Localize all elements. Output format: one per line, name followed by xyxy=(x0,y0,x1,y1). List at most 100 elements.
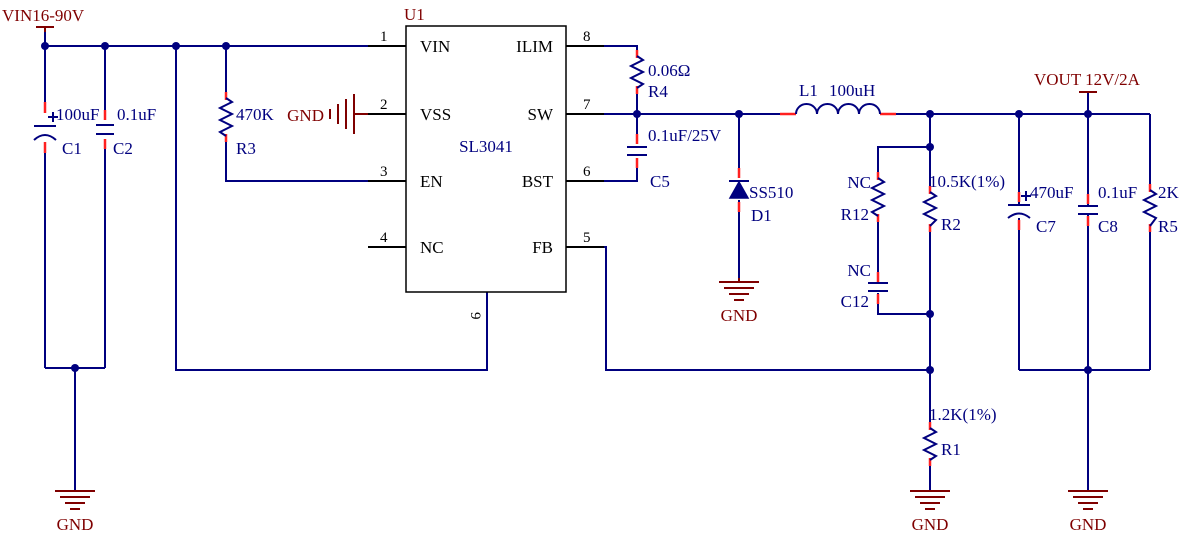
capacitor-c8: 0.1uF C8 xyxy=(1078,183,1137,236)
r5-ref: R5 xyxy=(1158,217,1178,236)
capacitor-c7: 470uF C7 xyxy=(1007,183,1073,236)
capacitor-c1: 100uF C1 xyxy=(33,105,99,158)
c12-value: NC xyxy=(847,261,871,280)
pin-number-en: 3 xyxy=(380,164,388,180)
pin-number-vss: 2 xyxy=(380,97,388,113)
ground-feedback: GND xyxy=(910,490,950,534)
junction-dot xyxy=(71,364,79,372)
resistor-zigzag-icon xyxy=(869,177,887,217)
ground-vss: GND xyxy=(287,94,368,134)
junction-dot xyxy=(926,143,934,151)
resistor-zigzag-icon xyxy=(1141,189,1159,227)
resistor-zigzag-icon xyxy=(217,97,235,137)
polarity-plus-icon xyxy=(48,112,58,122)
chip-ref: U1 xyxy=(404,5,425,24)
r2-ref: R2 xyxy=(941,215,961,234)
ground-label: GND xyxy=(1070,515,1107,534)
resistor-r3: 470K R3 xyxy=(217,97,275,158)
resistor-zigzag-icon xyxy=(628,55,646,89)
r4-ref: R4 xyxy=(648,82,668,101)
pin-name-en: EN xyxy=(420,172,443,191)
c5-value: 0.1uF/25V xyxy=(648,126,722,145)
vout-label: VOUT 12V/2A xyxy=(1034,70,1141,89)
wire-r12-loop-top xyxy=(877,146,930,178)
chip-body xyxy=(405,25,567,293)
r12-value: NC xyxy=(847,173,871,192)
pin-number-vin: 1 xyxy=(380,29,388,45)
resistor-zigzag-icon xyxy=(921,191,939,227)
resistor-r4: 0.06Ω R4 xyxy=(628,55,690,101)
junction-dot xyxy=(926,310,934,318)
r2-value: 10.5K(1%) xyxy=(929,172,1005,191)
c5-ref: C5 xyxy=(650,172,670,191)
r3-ref: R3 xyxy=(236,139,256,158)
junction-dot xyxy=(222,42,230,50)
ground-d1: GND xyxy=(719,278,759,325)
wire-vin-rail xyxy=(44,32,368,47)
chip-part-name: SL3041 xyxy=(459,137,513,156)
pin-number-gnd: 9 xyxy=(467,312,483,320)
junction-dot xyxy=(1084,366,1092,374)
wire-chip-gnd-loop xyxy=(175,46,488,371)
d1-ref: D1 xyxy=(751,206,772,225)
c8-value: 0.1uF xyxy=(1098,183,1137,202)
r5-value: 2K xyxy=(1158,183,1180,202)
diode-d1: SS510 D1 xyxy=(728,180,793,225)
ground-input: GND xyxy=(55,490,95,534)
ground-label: GND xyxy=(721,306,758,325)
inductor-coil-icon xyxy=(795,103,881,115)
pin-number-bst: 6 xyxy=(583,164,591,180)
pin-name-sw: SW xyxy=(528,105,554,124)
wire-c12-loop-bottom xyxy=(877,293,930,315)
power-port-vin: VIN16-90V xyxy=(2,6,85,32)
pin-number-ilim: 8 xyxy=(583,29,591,45)
ground-label: GND xyxy=(57,515,94,534)
ground-output: GND xyxy=(1068,490,1108,534)
c7-ref: C7 xyxy=(1036,217,1056,236)
junction-dot xyxy=(926,110,934,118)
junction-dot xyxy=(172,42,180,50)
capacitor-c12: NC C12 xyxy=(841,261,888,311)
capacitor-c2: 0.1uF C2 xyxy=(96,105,156,158)
junction-dot xyxy=(633,110,641,118)
pin-markers xyxy=(43,50,1152,466)
pin-name-ilim: ILIM xyxy=(516,37,553,56)
power-port-vout: VOUT 12V/2A xyxy=(1034,70,1141,93)
resistor-zigzag-icon xyxy=(921,427,939,461)
chip-u1: 1 2 3 4 8 7 6 5 9 VIN VSS EN NC ILIM SW … xyxy=(368,5,604,320)
d1-value: SS510 xyxy=(749,183,793,202)
c7-value: 470uF xyxy=(1030,183,1073,202)
pin-number-nc: 4 xyxy=(380,230,388,246)
junction-dot xyxy=(101,42,109,50)
pin-number-sw: 7 xyxy=(583,97,591,113)
ground-label: GND xyxy=(912,515,949,534)
capacitor-curved-plate-icon xyxy=(1007,212,1031,219)
junction-dot xyxy=(926,366,934,374)
capacitor-c5: 0.1uF/25V C5 xyxy=(627,126,722,191)
resistor-r12: NC R12 xyxy=(841,173,887,224)
c8-ref: C8 xyxy=(1098,217,1118,236)
r1-value: 1.2K(1%) xyxy=(929,405,997,424)
vin-label: VIN16-90V xyxy=(2,6,85,25)
pin-name-vin: VIN xyxy=(420,37,450,56)
pin-name-nc: NC xyxy=(420,238,444,257)
pin-name-fb: FB xyxy=(532,238,553,257)
c2-value: 0.1uF xyxy=(117,105,156,124)
wire-c5-bottom xyxy=(566,158,638,182)
wire-ilim xyxy=(566,45,638,56)
l1-value: 100uH xyxy=(829,81,875,100)
wire-r3-bottom xyxy=(225,136,368,182)
c2-ref: C2 xyxy=(113,139,133,158)
junctions xyxy=(41,42,1092,374)
pin-name-bst: BST xyxy=(522,172,554,191)
c1-value: 100uF xyxy=(56,105,99,124)
polarity-plus-icon xyxy=(1021,191,1031,201)
junction-dot xyxy=(1015,110,1023,118)
capacitor-curved-plate-icon xyxy=(33,134,57,141)
junction-dot xyxy=(735,110,743,118)
r12-ref: R12 xyxy=(841,205,869,224)
inductor-l1: L1 100uH xyxy=(795,81,881,115)
r1-ref: R1 xyxy=(941,440,961,459)
l1-ref: L1 xyxy=(799,81,818,100)
